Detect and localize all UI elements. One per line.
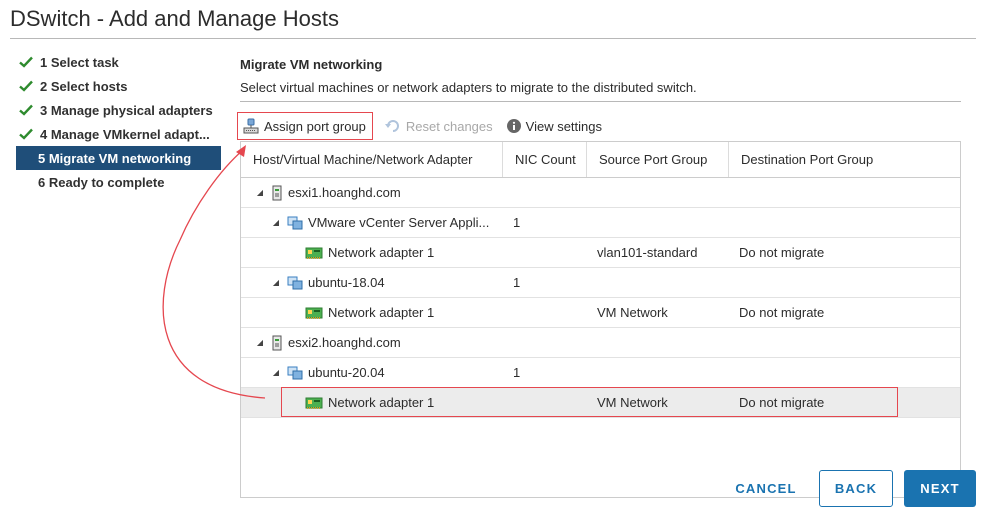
section-divider (240, 101, 961, 102)
step-ready-to-complete[interactable]: 6 Ready to complete (16, 170, 221, 194)
expand-caret-icon[interactable]: ◢ (272, 368, 280, 377)
step-select-hosts[interactable]: 2 Select hosts (16, 74, 221, 98)
expand-caret-icon[interactable]: ◢ (272, 278, 280, 287)
vm-name: VMware vCenter Server Appli... (308, 215, 490, 230)
step-label: 4 Manage VMkernel adapt... (40, 126, 210, 142)
step-label: 2 Select hosts (40, 78, 128, 94)
check-icon (19, 128, 33, 140)
adapter-name: Network adapter 1 (328, 245, 435, 260)
destination-port-group: Do not migrate (739, 305, 825, 320)
check-icon (19, 80, 33, 92)
vm-name: ubuntu-20.04 (308, 365, 385, 380)
title-divider (10, 38, 976, 39)
column-header-host[interactable]: Host/Virtual Machine/Network Adapter (241, 142, 503, 177)
host-name: esxi1.hoanghd.com (288, 185, 401, 200)
expand-caret-icon[interactable]: ◢ (256, 188, 264, 197)
column-header-destination-port-group[interactable]: Destination Port Group (741, 152, 874, 167)
grid-header: Host/Virtual Machine/Network Adapter NIC… (241, 142, 960, 178)
back-button[interactable]: BACK (819, 470, 893, 507)
column-header-nic-count[interactable]: NIC Count (503, 142, 587, 177)
host-icon (272, 185, 282, 200)
nic-count: 1 (513, 215, 521, 230)
assign-port-group-label: Assign port group (264, 118, 366, 134)
vm-name: ubuntu-18.04 (308, 275, 385, 290)
vm-icon (287, 366, 303, 379)
network-adapter-icon (305, 247, 323, 259)
vm-icon (287, 216, 303, 229)
wizard-steps: 1 Select task 2 Select hosts 3 Manage ph… (16, 50, 221, 194)
source-port-group: vlan101-standard (597, 245, 698, 260)
info-icon (506, 119, 521, 133)
step-label: 6 Ready to complete (38, 174, 165, 190)
cancel-button[interactable]: CANCEL (735, 481, 797, 496)
column-header-source-port-group[interactable]: Source Port Group (587, 142, 729, 177)
table-row[interactable]: ◢ ubuntu-18.04 1 (241, 268, 960, 298)
check-icon (19, 56, 33, 68)
step-select-task[interactable]: 1 Select task (16, 50, 221, 74)
adapter-name: Network adapter 1 (328, 305, 435, 320)
table-row[interactable]: ◢ ubuntu-20.04 1 (241, 358, 960, 388)
host-name: esxi2.hoanghd.com (288, 335, 401, 350)
view-settings-button[interactable]: View settings (501, 112, 608, 140)
migration-grid: Host/Virtual Machine/Network Adapter NIC… (240, 141, 961, 498)
step-manage-physical-adapters[interactable]: 3 Manage physical adapters (16, 98, 221, 122)
check-icon (19, 104, 33, 116)
expand-caret-icon[interactable]: ◢ (272, 218, 280, 227)
reset-changes-button[interactable]: Reset changes (379, 112, 499, 140)
network-adapter-icon (305, 307, 323, 319)
section-title: Migrate VM networking (240, 57, 383, 72)
step-manage-vmkernel-adapters[interactable]: 4 Manage VMkernel adapt... (16, 122, 221, 146)
toolbar: Assign port group Reset changes View set… (237, 111, 962, 141)
vm-icon (287, 276, 303, 289)
step-label: 1 Select task (40, 54, 119, 70)
table-row[interactable]: Network adapter 1 vlan101-standard Do no… (241, 238, 960, 268)
assign-port-group-button[interactable]: Assign port group (237, 112, 373, 140)
table-row[interactable]: ◢ VMware vCenter Server Appli... 1 (241, 208, 960, 238)
step-label: 5 Migrate VM networking (38, 150, 192, 166)
section-description: Select virtual machines or network adapt… (240, 80, 697, 95)
view-settings-label: View settings (525, 118, 602, 134)
main-panel: Migrate VM networking Select virtual mac… (237, 50, 962, 498)
step-label: 3 Manage physical adapters (40, 102, 213, 118)
nic-count: 1 (513, 365, 521, 380)
table-row-selected[interactable]: Network adapter 1 VM Network Do not migr… (241, 388, 960, 418)
adapter-name: Network adapter 1 (328, 395, 435, 410)
table-row[interactable]: ◢ esxi2.hoanghd.com (241, 328, 960, 358)
window-title: DSwitch - Add and Manage Hosts (10, 6, 339, 31)
assign-port-group-icon (243, 118, 259, 134)
reset-changes-label: Reset changes (405, 118, 493, 134)
expand-caret-icon[interactable]: ◢ (256, 338, 264, 347)
table-row[interactable]: Network adapter 1 VM Network Do not migr… (241, 298, 960, 328)
step-migrate-vm-networking[interactable]: 5 Migrate VM networking (16, 146, 221, 170)
host-icon (272, 335, 282, 350)
reset-icon (384, 120, 399, 132)
destination-port-group: Do not migrate (739, 245, 825, 260)
source-port-group: VM Network (597, 305, 668, 320)
destination-port-group: Do not migrate (739, 395, 825, 410)
source-port-group: VM Network (597, 395, 668, 410)
table-row[interactable]: ◢ esxi1.hoanghd.com (241, 178, 960, 208)
next-button[interactable]: NEXT (904, 470, 976, 507)
network-adapter-icon (305, 397, 323, 409)
nic-count: 1 (513, 275, 521, 290)
